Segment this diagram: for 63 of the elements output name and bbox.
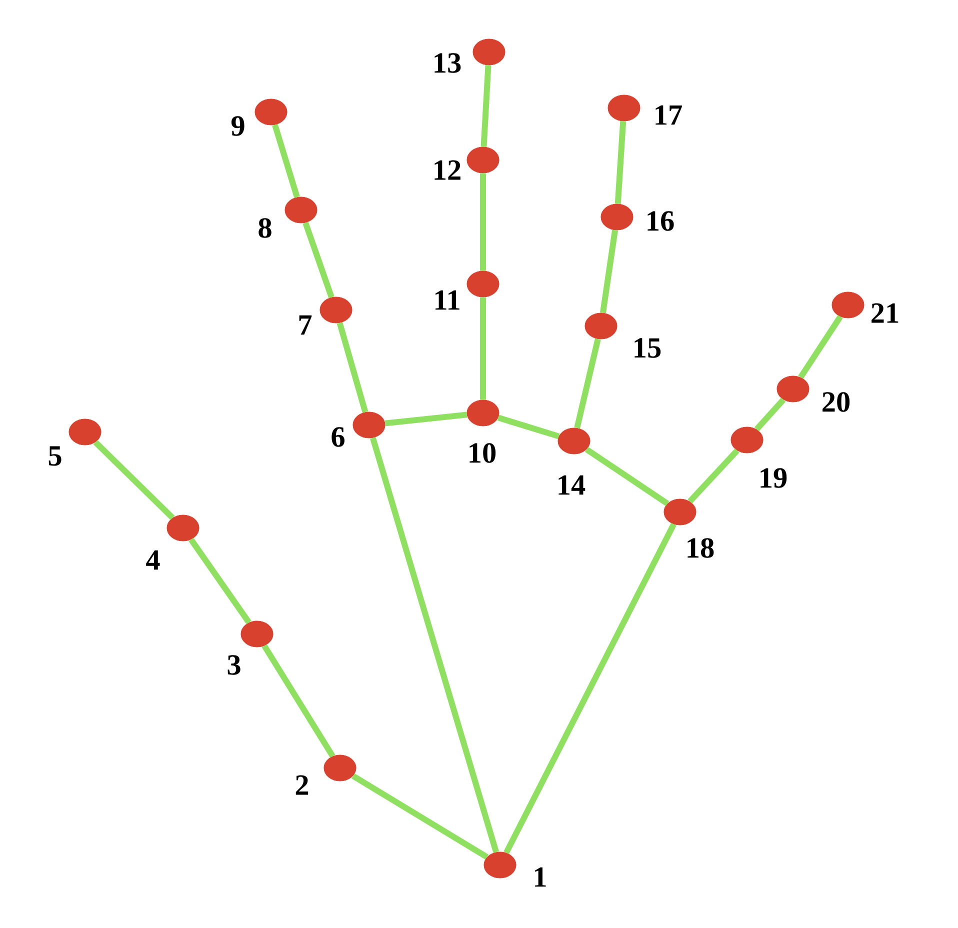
bone-line <box>584 446 670 506</box>
joint-number: 2 <box>296 775 308 795</box>
bone-line <box>798 315 843 379</box>
bone-line <box>302 222 334 298</box>
joint-number: 21 <box>872 303 898 323</box>
bone-line <box>497 414 560 440</box>
joint-dot <box>600 204 634 230</box>
joint-dot <box>284 196 318 224</box>
joint-dot <box>608 94 640 122</box>
joint-number: 20 <box>822 392 850 412</box>
joint-number: 3 <box>228 655 240 675</box>
joint-dot <box>320 296 352 324</box>
joint-dot <box>558 428 590 454</box>
bone-line <box>188 538 252 624</box>
joint-dot <box>166 514 200 542</box>
bone-line <box>480 173 486 271</box>
joint-dot <box>352 412 386 438</box>
joint-number: 17 <box>656 105 682 125</box>
joint-number: 8 <box>258 218 272 238</box>
joint-number: 15 <box>634 338 661 358</box>
joint-number: 9 <box>231 116 244 136</box>
bone-line <box>614 121 626 204</box>
joint-dot <box>324 754 356 782</box>
joint-dot <box>776 376 810 402</box>
bone-line <box>600 230 618 314</box>
bone-line <box>262 644 336 758</box>
bone-line <box>574 338 601 429</box>
joint-dot <box>730 426 764 454</box>
joint-number: 6 <box>332 427 344 447</box>
joint-number: 4 <box>146 550 160 570</box>
joint-dot <box>466 270 500 298</box>
bone-line <box>754 398 786 432</box>
joint-number: 14 <box>558 475 586 495</box>
joint-number: 16 <box>648 211 674 231</box>
joint-dot <box>466 400 500 426</box>
joint-dot <box>484 852 516 878</box>
joint-number: 1 <box>535 867 546 887</box>
bone-line <box>336 322 368 413</box>
bone-line <box>504 522 676 854</box>
joint-dot <box>466 146 500 174</box>
joint-dot <box>254 98 288 126</box>
joint-number: 10 <box>470 443 496 463</box>
joint-dot <box>240 620 274 648</box>
joint-dot <box>472 38 506 66</box>
bone-line <box>370 437 500 853</box>
bone-line <box>688 448 740 504</box>
joint-number: 5 <box>48 446 62 466</box>
joint-number: 13 <box>434 53 461 73</box>
joint-number: 18 <box>688 538 714 558</box>
bone-line <box>480 297 486 400</box>
joint-number: 11 <box>436 290 460 310</box>
bone-line <box>352 773 488 860</box>
joint-number: 19 <box>760 468 787 488</box>
bone-line <box>93 440 175 520</box>
bone-line <box>480 65 492 147</box>
bone-line <box>384 412 468 426</box>
joint-dot <box>68 418 102 446</box>
joint-dot <box>832 292 864 318</box>
joint-dot <box>664 498 696 526</box>
joint-number: 7 <box>299 315 312 335</box>
bone-line <box>272 124 300 198</box>
joint-dot <box>584 312 618 340</box>
joint-number: 12 <box>434 160 460 180</box>
